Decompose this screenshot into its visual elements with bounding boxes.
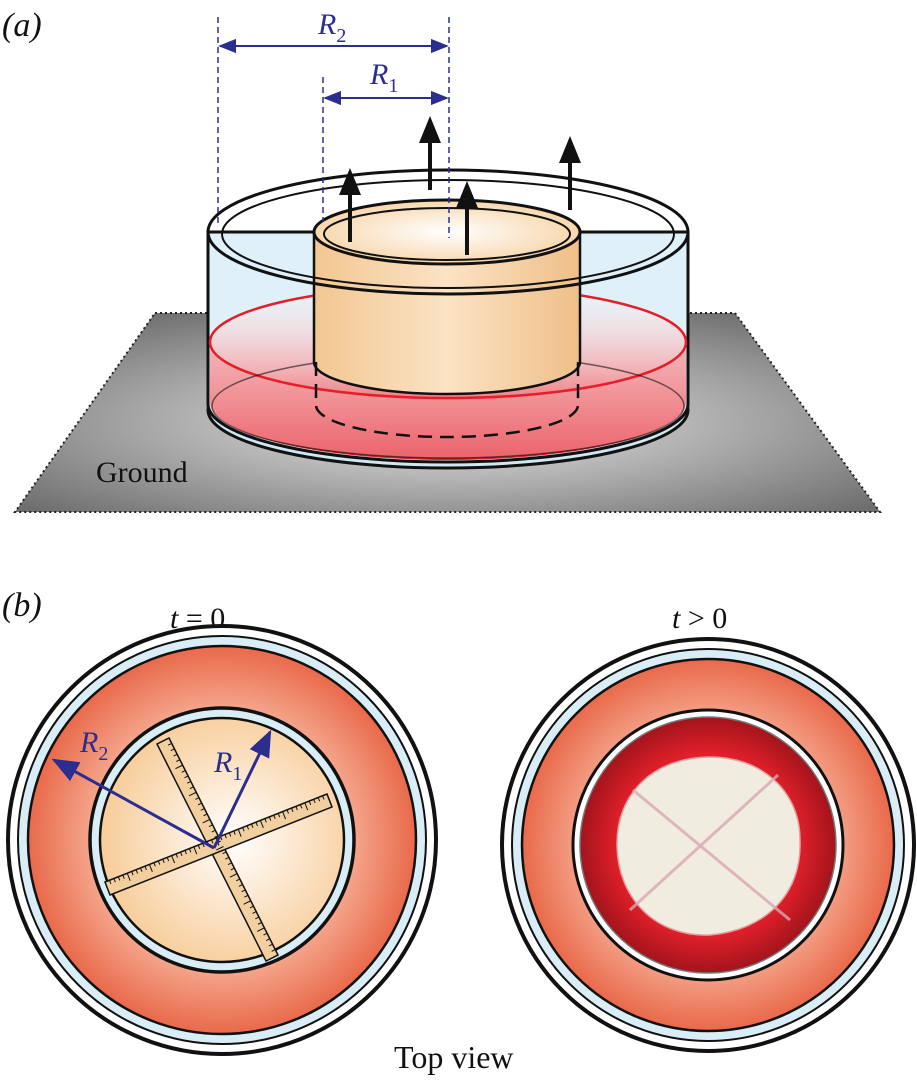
outer-cylinder-top-rim [206,168,690,296]
inner-cylinder-wall [312,230,582,396]
right-time-label: t > 0 [672,602,727,635]
submerged-rulers [628,773,791,922]
r1-label-top: R1 [369,58,398,97]
inner-cylinder-top-inner [323,207,571,261]
r2-label-top: R2 [317,8,346,47]
outer-cylinder-top-inner-rim [221,179,675,289]
r2-label-bottom: R2 [79,726,108,765]
dimension-guides [217,17,450,238]
lift-arrows [339,116,581,255]
ground-label: Ground [96,456,188,489]
top-view-later [500,637,916,1053]
r1-label-bottom: R1 [213,746,242,785]
panel-b-label: (b) [2,587,42,624]
inner-cylinder-hidden-bottom [314,362,580,439]
panel-a-label: (a) [2,7,42,44]
inner-cylinder-top [312,198,582,266]
r1-arrow-bottom [212,729,272,849]
top-view-caption: Top view [394,1039,514,1075]
clear-center-region [616,756,801,936]
r2-arrow-bottom [51,758,215,850]
dyed-fluid-body [210,342,686,458]
top-view-initial: R2 R1 [6,624,438,1056]
